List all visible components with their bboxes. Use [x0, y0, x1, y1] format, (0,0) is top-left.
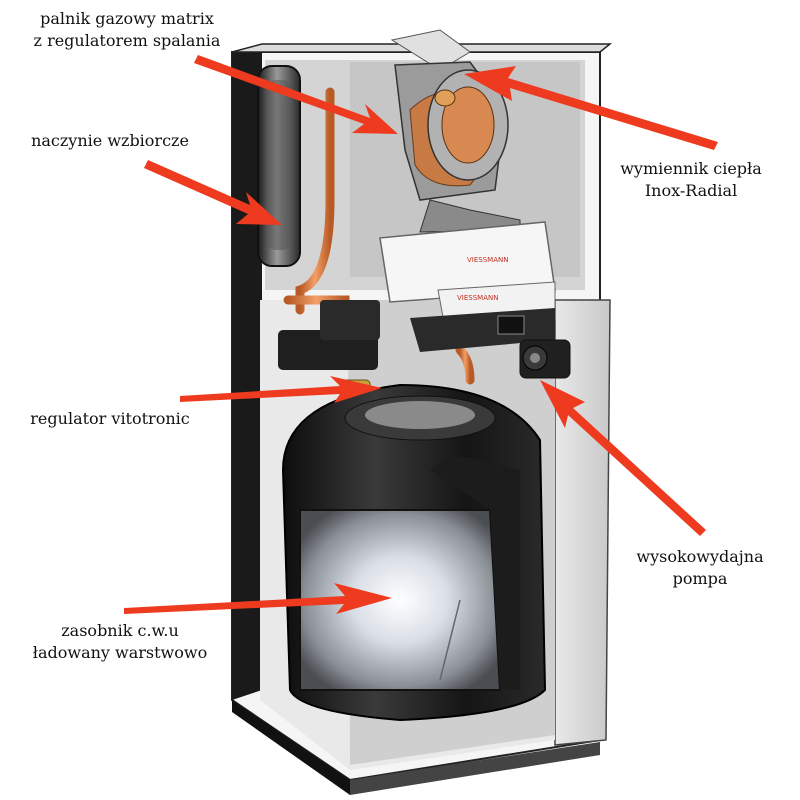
arrow-pump: [540, 380, 706, 536]
label-expansion-vessel: naczynie wzbiorcze: [10, 130, 210, 152]
label-hot-water-tank: zasobnik c.w.u ładowany warstwowo: [20, 620, 220, 664]
brand-logo-lower: VIESSMANN: [457, 294, 498, 302]
arrow-burner: [194, 55, 398, 134]
pump: [519, 339, 571, 379]
label-controller: regulator vitotronic: [10, 408, 210, 430]
label-hot-water-tank-line1: zasobnik c.w.u: [61, 621, 179, 640]
burner-assembly: [390, 29, 521, 233]
arrow-controller: [180, 376, 382, 403]
hot-water-tank: [281, 383, 547, 722]
label-heat-exchanger-line2: Inox-Radial: [644, 181, 738, 200]
label-pump: wysokowydajna pompa: [620, 546, 780, 590]
control-unit: [379, 221, 556, 352]
label-hot-water-tank-line2: ładowany warstwowo: [32, 643, 208, 662]
label-expansion-vessel-line1: naczynie wzbiorcze: [31, 131, 189, 150]
label-gas-burner-line2: z regulatorem spalania: [33, 31, 221, 50]
label-heat-exchanger-line1: wymiennik ciepła: [620, 159, 762, 178]
label-pump-line1: wysokowydajna: [636, 547, 764, 566]
brand-logo-upper: VIESSMANN: [467, 256, 508, 264]
label-heat-exchanger: wymiennik ciepła Inox-Radial: [596, 158, 786, 202]
arrow-exchanger: [464, 66, 718, 150]
callout-arrows: [124, 55, 718, 614]
label-controller-line1: regulator vitotronic: [30, 409, 190, 428]
expansion-vessel: [257, 65, 301, 267]
label-gas-burner: palnik gazowy matrix z regulatorem spala…: [12, 8, 242, 52]
arrow-vessel: [144, 160, 282, 225]
label-pump-line2: pompa: [672, 569, 728, 588]
label-gas-burner-line1: palnik gazowy matrix: [40, 9, 214, 28]
arrow-tank: [124, 583, 392, 614]
